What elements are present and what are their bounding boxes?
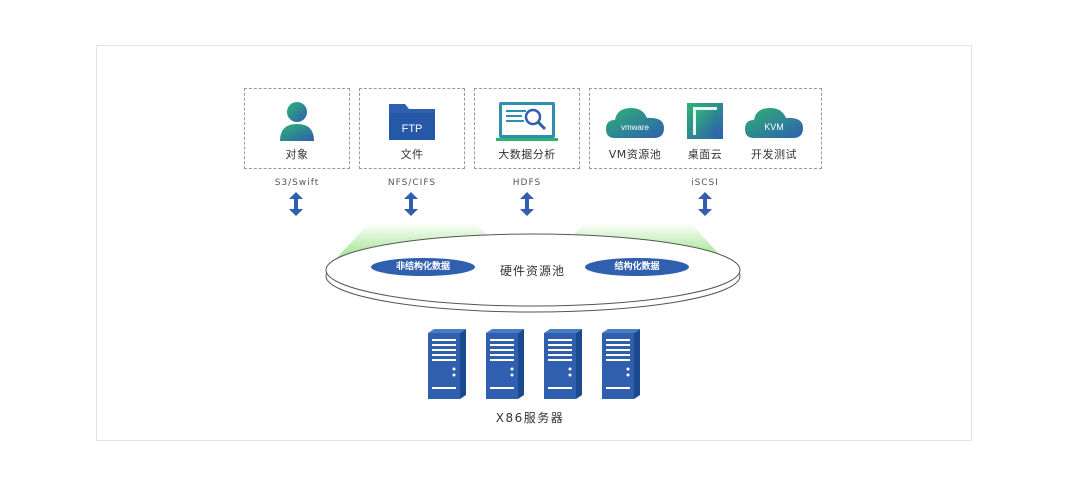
bigdata-box bbox=[474, 88, 580, 169]
dev-test-item: KVM 开发测试 bbox=[724, 100, 824, 162]
vmware-cloud-icon: vmware bbox=[606, 108, 664, 138]
protocol-nfs-cifs: NFS/CIFS bbox=[387, 178, 437, 188]
kvm-text: KVM bbox=[764, 122, 784, 132]
dev-test-label: 开发测试 bbox=[751, 148, 797, 161]
structured-data-badge: 结构化数据 bbox=[585, 258, 689, 276]
file-label: 文件 bbox=[400, 148, 424, 161]
server-icon bbox=[602, 329, 640, 399]
server-icon bbox=[428, 329, 466, 399]
virtualization-box bbox=[589, 88, 822, 169]
double-arrow-icon bbox=[520, 192, 534, 216]
unstructured-data-badge: 非结构化数据 bbox=[371, 258, 475, 276]
bigdata-item: 大数据分析 bbox=[477, 100, 577, 162]
x86-servers-label: X86服务器 bbox=[495, 411, 565, 425]
protocol-s3-swift: S3/Swift bbox=[274, 178, 320, 188]
analytics-monitor-icon bbox=[496, 102, 558, 141]
protocol-hdfs: HDFS bbox=[512, 178, 542, 188]
double-arrow-icon bbox=[404, 192, 418, 216]
double-arrow-icon bbox=[698, 192, 712, 216]
bigdata-label: 大数据分析 bbox=[498, 148, 556, 161]
double-arrow-icon bbox=[289, 192, 303, 216]
desktop-cloud-item: 桌面云 bbox=[655, 100, 755, 162]
hardware-pool-label: 硬件资源池 bbox=[500, 264, 566, 278]
user-icon bbox=[280, 102, 314, 141]
vmware-text: vmware bbox=[621, 123, 650, 132]
pool-disk-top bbox=[325, 233, 741, 307]
diagram-frame bbox=[96, 45, 972, 441]
file-item: FTP 文件 bbox=[362, 100, 462, 162]
object-box bbox=[244, 88, 350, 169]
object-item: 对象 bbox=[247, 100, 347, 162]
vm-pool-label: VM资源池 bbox=[608, 148, 662, 161]
file-box bbox=[359, 88, 465, 169]
desktop-cloud-icon bbox=[687, 103, 723, 139]
server-icon bbox=[486, 329, 524, 399]
vm-pool-item: vmware VM资源池 bbox=[585, 100, 685, 162]
server-icon bbox=[544, 329, 582, 399]
kvm-cloud-icon: KVM bbox=[745, 108, 803, 138]
protocol-iscsi: iSCSI bbox=[691, 178, 719, 188]
desktop-cloud-label: 桌面云 bbox=[687, 148, 723, 161]
object-label: 对象 bbox=[285, 148, 309, 161]
ftp-text: FTP bbox=[402, 123, 423, 135]
ftp-folder-icon: FTP bbox=[389, 104, 435, 140]
